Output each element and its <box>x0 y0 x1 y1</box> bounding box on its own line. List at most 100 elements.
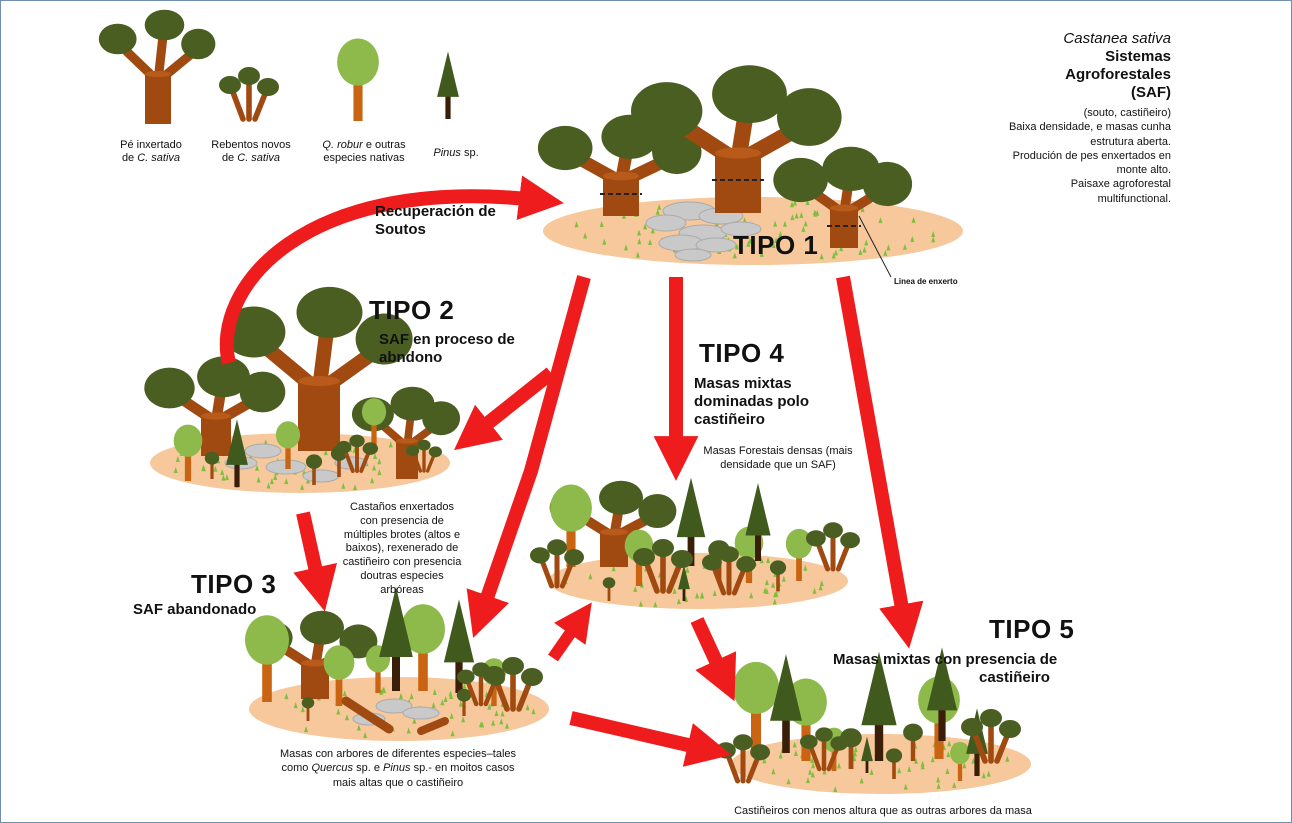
legend-grafted-tree-icon <box>98 9 216 124</box>
grass-tuft <box>406 727 411 734</box>
trunk <box>298 381 340 451</box>
grass-tuft <box>699 592 704 599</box>
grass-tuft <box>336 708 341 715</box>
canopy <box>702 554 722 571</box>
grass-tuft <box>685 566 690 573</box>
tipo3-oak <box>401 604 445 691</box>
grass-tuft <box>789 201 794 208</box>
recovery-label: Recuperación de Soutos <box>375 203 496 239</box>
grass-tuft <box>734 243 739 250</box>
tipo2-subtitle-line2: abndono <box>379 349 443 366</box>
grass-tuft <box>738 240 743 247</box>
tipo3-desc-line3: mais altas que o castiñeiro <box>332 776 464 789</box>
canopy <box>777 88 842 146</box>
canopy <box>204 451 220 465</box>
stone <box>375 698 413 714</box>
grass-tuft <box>931 236 936 243</box>
tipo2-sprout <box>406 439 442 473</box>
tipo2-oak <box>173 424 203 481</box>
grass-tuft <box>293 702 298 709</box>
tipo3-fallen-log <box>341 696 394 734</box>
grass-tuft <box>173 467 178 474</box>
crown <box>676 477 706 538</box>
canopy <box>599 480 643 515</box>
trunk <box>445 95 451 119</box>
grass-tuft <box>778 230 783 237</box>
grass-tuft <box>255 464 260 471</box>
header-desc-line: Produción de pes enxertados en <box>1012 149 1171 162</box>
grass-tuft <box>759 557 764 564</box>
trunk <box>635 552 643 586</box>
canopy <box>245 615 289 665</box>
grass-tuft <box>624 244 629 251</box>
tipo1-grafted-tree <box>631 65 842 213</box>
grass-tuft <box>284 693 289 700</box>
tipo5-pine <box>926 647 958 741</box>
grass-tuft <box>986 770 991 777</box>
tipo5-sprout <box>800 727 848 772</box>
tipo4-subtitle-line1: Masas mixtas <box>694 375 792 392</box>
canopy <box>638 494 677 528</box>
grass-tuft <box>853 746 858 753</box>
canopy <box>773 157 828 203</box>
crown <box>745 483 771 536</box>
canopy <box>885 748 903 763</box>
tipo2-title: TIPO 2 <box>369 295 455 325</box>
grass-tuft <box>971 757 976 764</box>
canopy <box>323 645 355 680</box>
tipo4-tree <box>769 560 787 591</box>
grass-tuft <box>633 585 638 592</box>
trunk <box>776 571 780 591</box>
grass-tuft <box>583 232 588 239</box>
trunk <box>418 639 428 691</box>
trunk <box>755 534 761 561</box>
grass-tuft <box>599 220 604 227</box>
tipo1-title: TIPO 1 <box>733 230 819 260</box>
arrow-tipo2-to-tipo3 <box>293 511 338 612</box>
trunk <box>306 705 310 721</box>
canopy <box>769 560 787 575</box>
tipo4-subtitle-line3: castiñeiro <box>694 411 765 428</box>
grass-tuft <box>377 469 382 476</box>
tipo5-subtitle-line1: Masas mixtas con presencia de <box>833 651 1058 668</box>
grass-tuft <box>372 464 377 471</box>
header-species: Castanea sativa <box>1063 30 1171 47</box>
grass-tuft <box>810 757 815 764</box>
grass-tuft <box>1005 755 1010 762</box>
legend-pine-icon <box>437 51 459 119</box>
tipo5-subtitle-line2: castiñeiro <box>979 669 1050 686</box>
tipo2-description: Castaños enxertados con presencia de múl… <box>327 501 477 597</box>
grass-tuft <box>931 231 936 238</box>
trunk <box>957 757 963 781</box>
grass-tuft <box>833 786 838 793</box>
trunk <box>184 447 192 481</box>
grass-tuft <box>746 240 751 247</box>
graft-line-label: Linea de enxerto <box>894 277 958 286</box>
tipo2-desc-line: con presencia de <box>360 514 444 527</box>
tipo5-pine <box>861 736 873 773</box>
canopy <box>652 129 702 175</box>
tipo2-grafted-tree <box>222 286 413 451</box>
canopy <box>815 727 833 742</box>
grass-tuft <box>480 721 485 728</box>
canopy <box>785 528 813 559</box>
crown <box>861 651 897 726</box>
trunk-top <box>715 147 761 159</box>
grass-tuft <box>805 199 810 206</box>
grass-tuft <box>902 243 907 250</box>
grass-tuft <box>836 762 841 769</box>
crown <box>861 736 873 762</box>
trunk <box>938 708 946 741</box>
tipo5-pine <box>770 654 802 753</box>
grass-tuft <box>638 600 643 607</box>
grass-tuft <box>778 752 783 759</box>
grass-tuft <box>657 203 662 210</box>
grass-tuft <box>440 699 445 706</box>
tipo2-small-tree <box>204 451 220 479</box>
header-desc-line: monte alto. <box>1116 164 1171 177</box>
grass-tuft <box>790 214 795 221</box>
grass-tuft <box>458 700 463 707</box>
grass-tuft <box>220 469 225 476</box>
crown <box>379 587 413 657</box>
